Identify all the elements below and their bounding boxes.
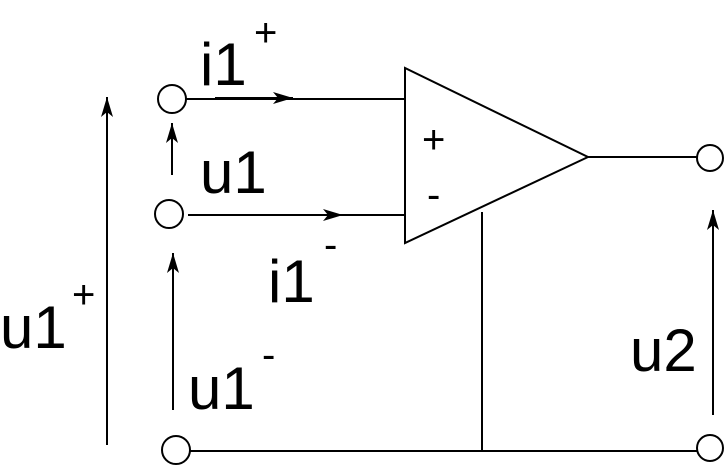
terminal-ground-right [696,434,724,462]
label-superscript: + [254,11,277,55]
label-u1: u1 [200,139,267,206]
label-u1-minus: u1 - [188,333,275,422]
label-i1-minus: i1 - [268,223,337,315]
label-superscript: + [72,273,95,317]
label-u2: u2 [630,317,697,384]
terminal-output [696,144,724,172]
label-base: u1 [200,139,267,206]
label-i1-plus: i1 + [200,11,277,98]
label-superscript: - [262,333,275,377]
terminal-inverting [154,199,184,229]
label-u1-plus: u1 + [0,273,95,361]
label-superscript: - [324,223,337,267]
terminal-ground-left [161,435,191,465]
label-base: u1 [0,294,67,361]
opamp-plus-sign: + [422,118,445,162]
label-base: i1 [268,248,315,315]
label-base: u2 [630,317,697,384]
label-base: i1 [200,31,247,98]
terminal-noninverting [157,84,187,114]
label-base: u1 [188,355,255,422]
opamp-triangle [404,66,591,245]
opamp-minus-sign: - [427,173,440,217]
